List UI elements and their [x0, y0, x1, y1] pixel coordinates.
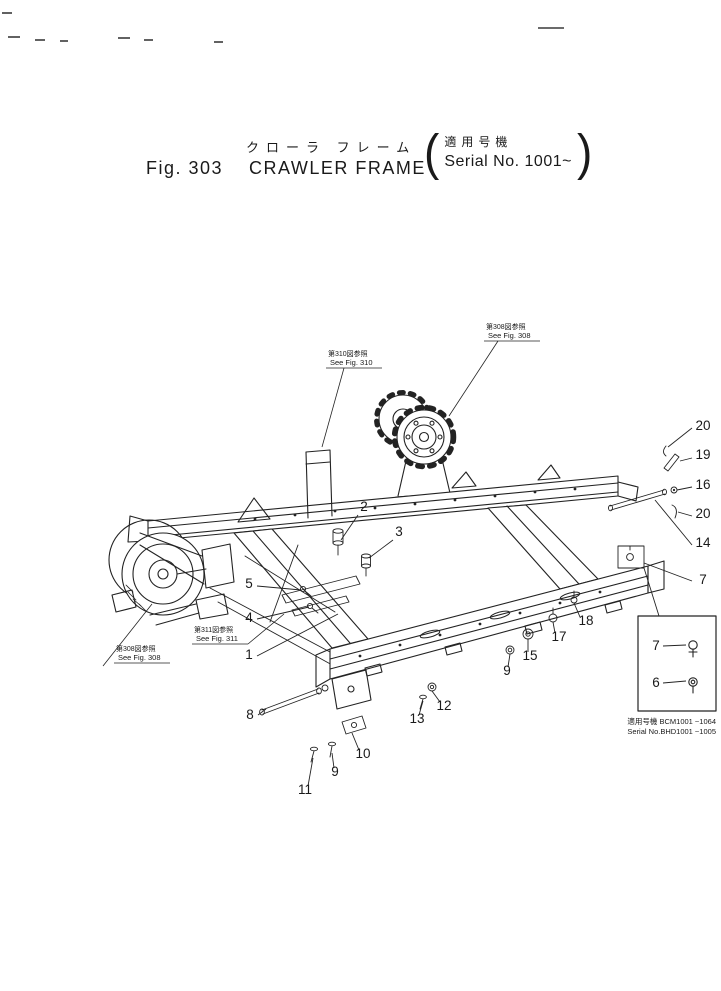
svg-text:9: 9	[503, 663, 511, 678]
svg-text:20: 20	[695, 506, 710, 521]
idler-wheel	[108, 519, 235, 626]
svg-text:4: 4	[245, 610, 253, 625]
callout-2: 2	[340, 499, 368, 541]
cross-member-left	[233, 528, 369, 649]
ref-see-fig-310: 第310図参照 See Fig. 310	[321, 349, 382, 448]
svg-text:7: 7	[699, 572, 707, 587]
svg-text:20: 20	[695, 418, 710, 433]
figure-title-row: Fig. 303 CRAWLER FRAME	[146, 158, 426, 179]
svg-text:第308図参照: 第308図参照	[486, 322, 526, 331]
callout-18: 18	[573, 602, 594, 628]
fastener-parts	[259, 445, 680, 763]
serial-number-range: Serial No. 1001~	[444, 153, 572, 170]
scan-artifacts	[2, 12, 564, 43]
svg-text:6: 6	[652, 675, 660, 690]
callout-1: 1	[245, 613, 339, 662]
callout-9: 9	[503, 653, 511, 678]
svg-text:12: 12	[436, 698, 451, 713]
callout-4: 4	[245, 606, 310, 625]
applicable-machines-jp: 適用号機	[444, 135, 513, 149]
callout-8: 8	[246, 707, 267, 722]
brace-plates	[209, 544, 361, 667]
svg-text:See Fig. 311: See Fig. 311	[196, 634, 238, 643]
reference-labels: 第310図参照 See Fig. 310 第308図参照 See Fig. 30…	[102, 322, 540, 667]
svg-text:18: 18	[578, 613, 593, 628]
ref-see-fig-311: 第311図参照 See Fig. 311	[192, 613, 285, 645]
svg-text:10: 10	[355, 746, 370, 761]
callout-12: 12	[431, 690, 452, 713]
svg-text:14: 14	[695, 535, 711, 550]
ref-see-fig-308-bottom: 第308図参照 See Fig. 308	[102, 603, 170, 667]
figure-title-en: CRAWLER FRAME	[249, 158, 426, 178]
svg-text:16: 16	[695, 477, 710, 492]
callout-11: 11	[298, 757, 314, 797]
svg-text:3: 3	[395, 524, 403, 539]
rear-track-rail	[127, 449, 639, 543]
callout-14: 14	[654, 499, 711, 550]
callout-5: 5	[245, 576, 302, 591]
svg-text:第310図参照: 第310図参照	[328, 349, 368, 358]
callout-6: 6	[652, 675, 687, 690]
paren-close-icon: )	[576, 123, 593, 181]
callout-10: 10	[351, 732, 371, 761]
inset-detail-box	[637, 615, 717, 712]
svg-text:2: 2	[360, 499, 368, 514]
callout-3: 3	[368, 524, 403, 559]
cross-member-right	[487, 504, 599, 590]
ref-see-fig-308-top: 第308図参照 See Fig. 308	[448, 322, 540, 417]
callout-layer: 20 19 16 20 14 7 2 3 5 4 1 18 17 15 9 12 13 8 10 9 11 7 6	[245, 418, 711, 797]
callout-7: 7	[643, 562, 707, 587]
svg-text:See Fig. 308: See Fig. 308	[488, 331, 531, 340]
callout-15: 15	[522, 639, 538, 663]
svg-text:8: 8	[246, 707, 254, 722]
paren-open-icon: (	[424, 123, 440, 181]
svg-text:7: 7	[652, 638, 660, 653]
svg-text:11: 11	[298, 782, 312, 797]
svg-text:15: 15	[522, 648, 537, 663]
svg-text:See Fig. 308: See Fig. 308	[118, 653, 161, 662]
svg-text:13: 13	[409, 711, 424, 726]
callout-13: 13	[409, 700, 425, 726]
sprocket-mount	[395, 458, 453, 508]
svg-text:1: 1	[245, 647, 253, 662]
figure-title-jp: クローラ フレーム	[246, 140, 417, 155]
front-track-rail	[315, 560, 665, 710]
callout-17: 17	[551, 621, 567, 644]
svg-text:9: 9	[331, 764, 339, 779]
svg-text:19: 19	[695, 447, 710, 462]
callout-20: 20	[667, 418, 711, 448]
svg-text:5: 5	[245, 576, 253, 591]
callout-20: 20	[677, 506, 711, 521]
figure-number: Fig. 303	[146, 158, 224, 178]
svg-text:第308図参照: 第308図参照	[116, 644, 156, 653]
callout-7: 7	[652, 638, 687, 653]
svg-text:17: 17	[551, 629, 566, 644]
inset-serial-en: Serial No.BHD1001 ~1005	[627, 727, 716, 736]
serial-block: ( 適用号機 Serial No. 1001~ )	[424, 123, 593, 181]
svg-text:第311図参照: 第311図参照	[194, 625, 233, 634]
callout-19: 19	[679, 447, 711, 462]
inset-serial-jp: 適用号機 BCM1001 ~1064	[627, 716, 716, 726]
callout-16: 16	[676, 477, 711, 492]
svg-text:See Fig. 310: See Fig. 310	[330, 358, 373, 367]
callout-9: 9	[331, 752, 339, 779]
sprocket-gear	[391, 404, 457, 470]
